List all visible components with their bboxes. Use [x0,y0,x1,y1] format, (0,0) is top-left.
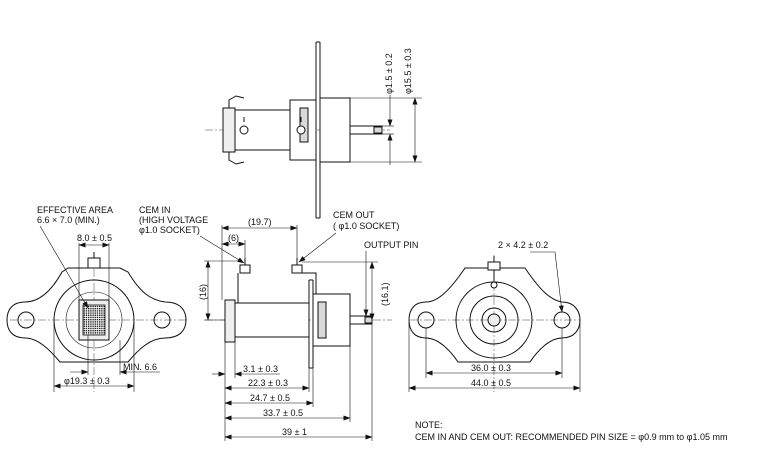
dim-body-dia: φ19.3 ± 0.3 [64,376,110,386]
dim-44: 44.0 ± 0.5 [471,378,511,388]
note-text: CEM IN AND CEM OUT: RECOMMENDED PIN SIZE… [415,432,727,442]
dim-22-3: 22.3 ± 0.3 [248,378,288,388]
note-title: NOTE: [415,420,443,430]
dim-top-pin-dia: φ1.5 ± 0.2 [384,53,394,94]
top-view: φ1.5 ± 0.2 φ15.5 ± 0.3 [205,41,422,219]
front-view: 8.0 ± 0.5 EFFECTIVE AREA 6.6 × 7.0 (MIN.… [6,205,187,392]
dim-6: (6) [228,233,239,243]
dim-24-7: 24.7 ± 0.5 [250,393,290,403]
dim-36: 36.0 ± 0.3 [471,363,511,373]
dim-3-1: 3.1 ± 0.3 [243,364,278,374]
rear-view: 2 × 4.2 ± 0.2 36.0 ± 0.3 44.0 ± 0.5 [408,240,581,392]
label-cem-in-3: φ1.0 SOCKET) [139,225,200,235]
label-effective-area-size: 6.6 × 7.0 (MIN.) [37,215,100,225]
dim-19-7: (19.7) [248,217,272,227]
side-view: (19.7) (6) (16) (16.1) CEM IN (HIGH VOLT… [139,205,418,441]
dim-16: (16) [198,284,208,300]
label-output-pin: OUTPUT PIN [364,240,418,250]
dim-33-7: 33.7 ± 0.5 [263,408,303,418]
dim-min: MIN. 6.6 [123,362,157,372]
note-block: NOTE: CEM IN AND CEM OUT: RECOMMENDED PI… [415,420,727,442]
dim-16-1: (16.1) [380,282,390,306]
dim-39: 39 ± 1 [282,427,307,437]
label-cem-out-1: CEM OUT [333,210,375,220]
dim-holes: 2 × 4.2 ± 0.2 [498,240,548,250]
dim-window-width: 8.0 ± 0.5 [77,233,112,243]
label-cem-in-1: CEM IN [139,205,171,215]
dim-top-body-dia: φ15.5 ± 0.3 [403,48,413,94]
label-cem-out-2: ( φ1.0 SOCKET) [333,221,399,231]
label-effective-area-title: EFFECTIVE AREA [37,205,113,215]
label-cem-in-2: (HIGH VOLTAGE [139,215,208,225]
